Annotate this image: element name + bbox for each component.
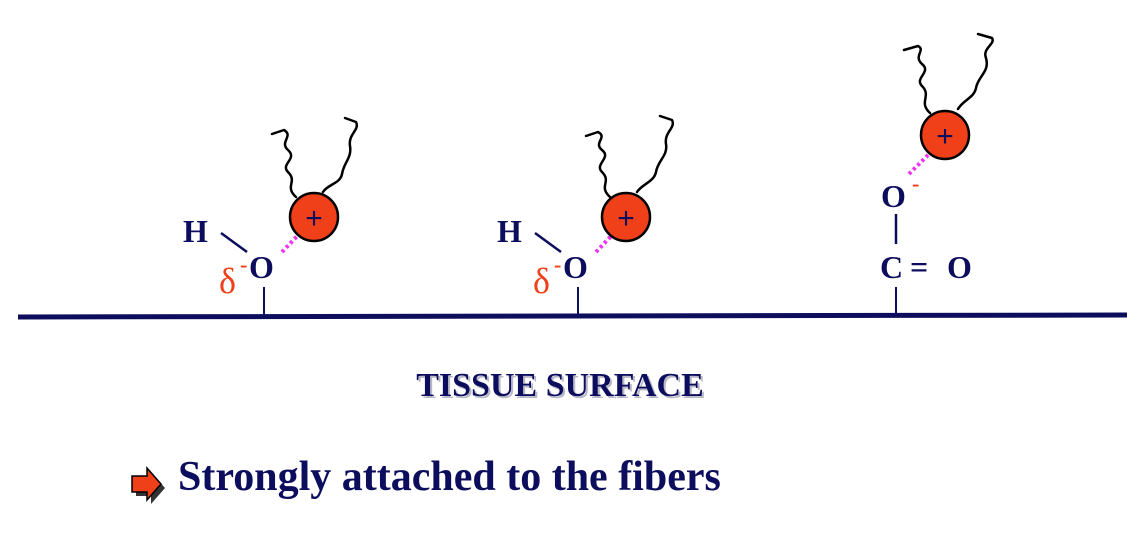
- hydrogen-atom: H: [497, 213, 522, 249]
- oxygen-top-atom: O: [881, 178, 906, 214]
- tissue-surface-line: [17, 312, 1128, 320]
- h-o-bond: [220, 231, 248, 254]
- cationic-head: [600, 191, 652, 243]
- hydrophobic-tail-left: [902, 44, 932, 115]
- hydroxyl-site-2: H O δ - +: [497, 114, 675, 316]
- delta-symbol: δ: [533, 261, 550, 301]
- plus-sign: +: [936, 120, 954, 153]
- carboxylate-site: O - C = O +: [880, 32, 994, 316]
- hydrogen-atom: H: [183, 213, 208, 249]
- plus-sign: +: [305, 202, 323, 235]
- delta-symbol: δ: [219, 261, 236, 301]
- bullet-text: Strongly attached to the fibers: [178, 454, 721, 500]
- arrow-right-icon: [131, 466, 165, 504]
- tissue-surface-label: TISSUE SURFACE: [416, 367, 704, 404]
- hydrophobic-tail-left: [584, 130, 612, 199]
- hydroxyl-site-1: H O δ - +: [183, 116, 359, 316]
- hydrophobic-tail-left: [270, 128, 298, 199]
- plus-sign: +: [617, 202, 635, 235]
- oxygen-atom: O: [249, 249, 274, 285]
- carbon-atom: C: [880, 249, 903, 285]
- cationic-head: [919, 109, 971, 161]
- oxygen-atom: O: [563, 249, 588, 285]
- cationic-head: [288, 191, 340, 243]
- hydrophobic-tail-right: [321, 116, 359, 194]
- h-o-bond: [534, 231, 562, 254]
- oxygen-right-atom: O: [947, 249, 972, 285]
- hydrophobic-tail-right: [956, 32, 994, 111]
- oxygen-charge-sign: -: [912, 171, 919, 196]
- delta-charge-sign: -: [240, 252, 247, 277]
- delta-charge-sign: -: [554, 252, 561, 277]
- double-bond: =: [910, 249, 928, 285]
- ionic-interaction: [907, 151, 932, 176]
- hydrophobic-tail-right: [635, 114, 675, 194]
